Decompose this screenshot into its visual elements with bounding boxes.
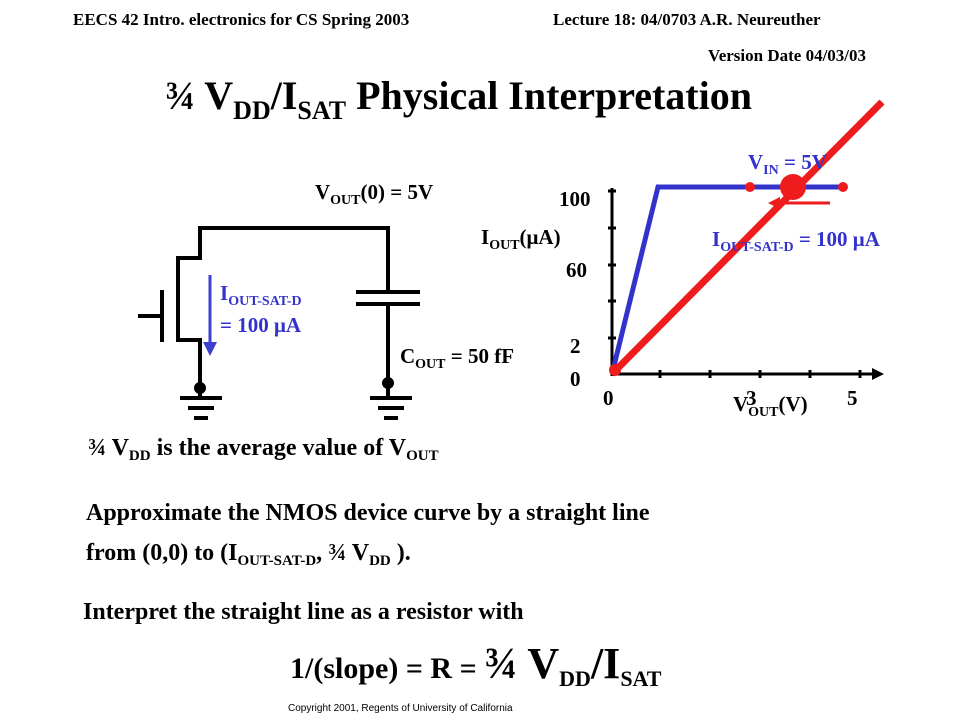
origin-dot	[609, 364, 621, 376]
ground-node-right	[382, 377, 394, 389]
lecture-header: Lecture 18: 04/0703 A.R. Neureuther	[553, 10, 821, 29]
y-ticks	[608, 189, 616, 340]
x-tick-label: 5	[847, 386, 858, 410]
approximation-line-1: Approximate the NMOS device curve by a s…	[86, 500, 650, 526]
approximation-line	[609, 99, 885, 377]
cout-label: COUT = 50 fF	[400, 344, 515, 372]
vin-label: VIN = 5V	[748, 150, 827, 178]
ground-right	[370, 386, 412, 420]
y-tick-label: 0	[570, 367, 581, 391]
approximation-line-2: from (0,0) to (IOUT-SAT-D, ¾ VDD ).	[86, 540, 411, 569]
x-axis-arrowhead	[872, 368, 884, 380]
isat-circuit-value: = 100 μA	[220, 313, 302, 337]
course-header: EECS 42 Intro. electronics for CS Spring…	[73, 10, 410, 29]
slide-title: ¾ VDD/ISAT Physical Interpretation	[165, 73, 752, 125]
curve-dot-right	[838, 182, 848, 192]
x-tick-label: 0	[603, 386, 614, 410]
current-arrow	[203, 275, 217, 356]
ground-left	[180, 386, 222, 420]
version-date: Version Date 04/03/03	[708, 46, 867, 65]
nmos-circuit	[138, 226, 420, 420]
drain-wire	[176, 226, 202, 390]
isat-circuit-label: IOUT-SAT-D	[220, 281, 302, 309]
y-tick-label: 60	[566, 258, 587, 282]
copyright-notice: Copyright 2001, Regents of University of…	[288, 703, 513, 714]
x-tick-label: 3	[746, 386, 757, 410]
operating-point	[780, 174, 806, 200]
graph-axes	[610, 188, 884, 380]
vout-initial-label: VOUT(0) = 5V	[315, 180, 434, 208]
curve-dot-left	[745, 182, 755, 192]
resistance-equation: 1/(slope) = R = ¾ VDD/ISAT	[290, 639, 662, 691]
device-curve	[609, 184, 843, 375]
saturation-arrow	[768, 197, 830, 209]
interpretation-text: Interpret the straight line as a resisto…	[83, 599, 524, 625]
average-statement: ¾ VDD is the average value of VOUT	[88, 435, 439, 464]
ground-node-left	[194, 382, 206, 394]
y-axis-label: IOUT(μA)	[481, 225, 561, 253]
y-tick-label: 100	[559, 187, 591, 211]
x-axis-label: VOUT(V)	[733, 392, 808, 420]
x-ticks	[658, 370, 862, 378]
top-wire	[198, 226, 390, 292]
isat-graph-label: IOUT-SAT-D = 100 μA	[712, 227, 880, 255]
y-tick-label: 2	[570, 334, 581, 358]
